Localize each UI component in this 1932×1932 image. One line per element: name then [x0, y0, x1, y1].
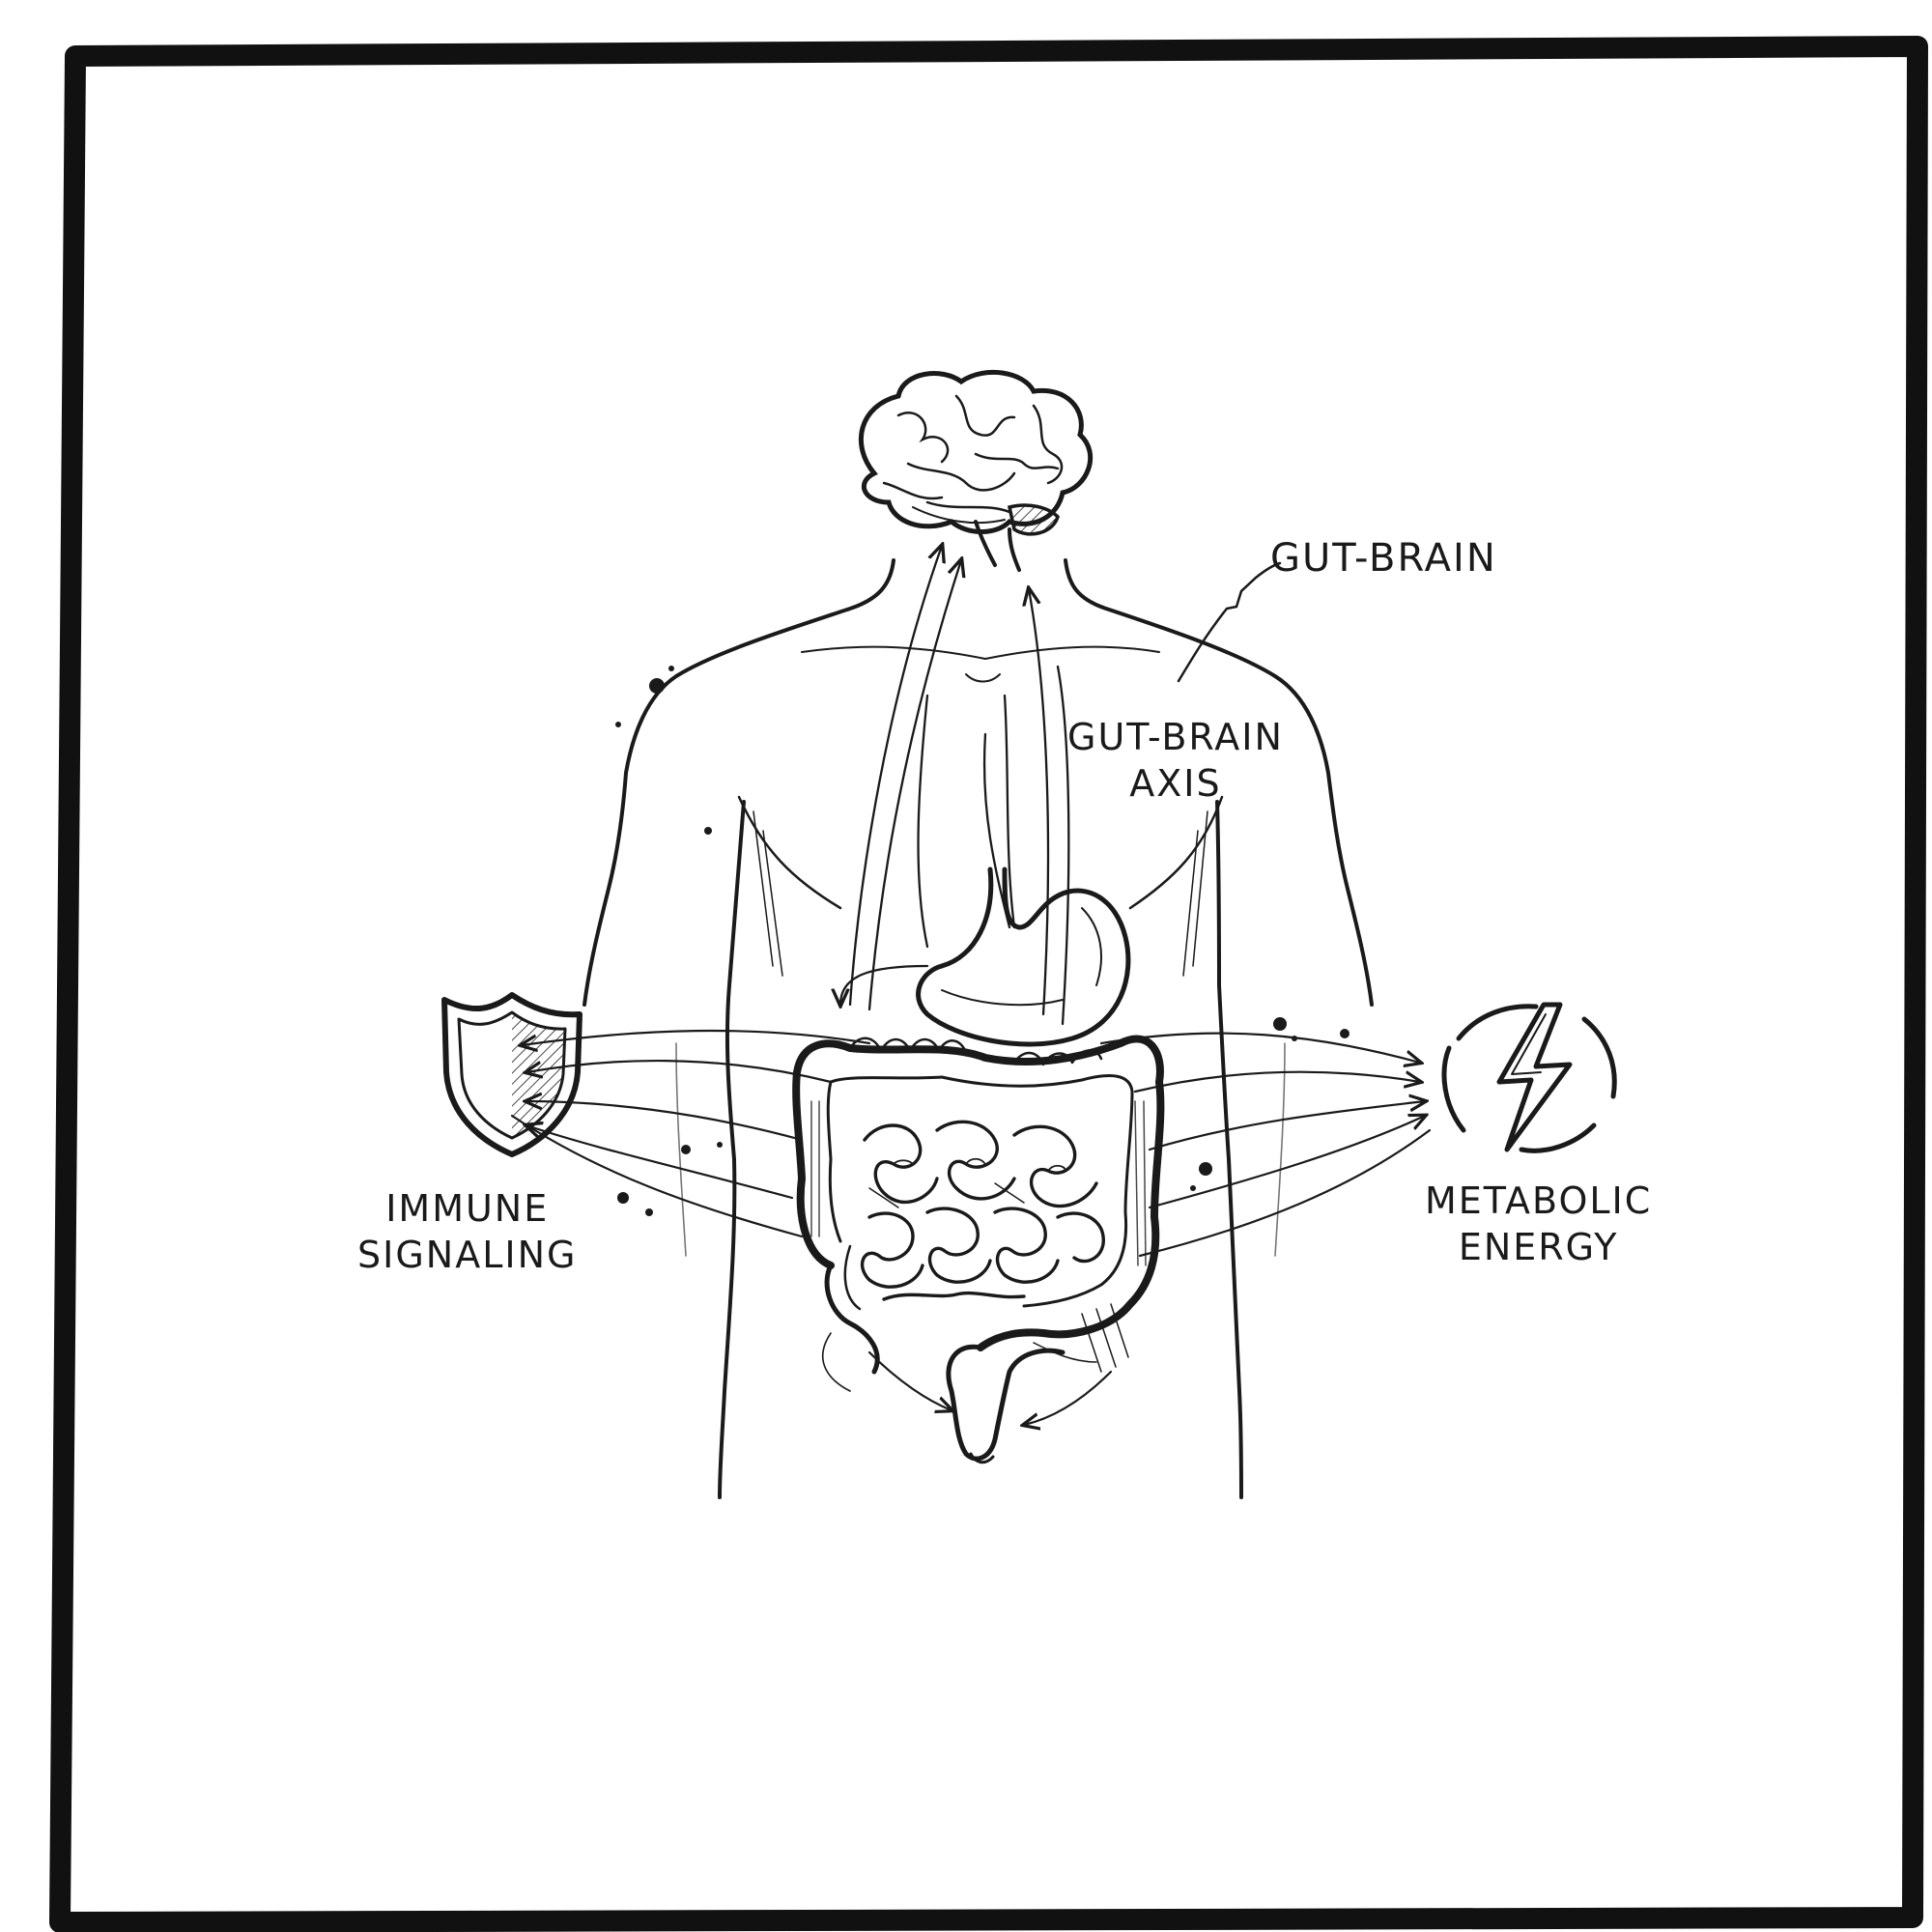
immune-signaling-line1: IMMUNE — [385, 1187, 550, 1230]
gut-brain-axis-label: GUT-BRAIN AXIS — [1067, 715, 1284, 807]
stomach — [840, 867, 1131, 1047]
lightning-bolt-icon — [1441, 1002, 1617, 1153]
frame-border — [49, 36, 1928, 1932]
gut-brain-axis-line2: AXIS — [1129, 761, 1222, 805]
shield-icon — [441, 992, 582, 1157]
immune-signaling-label: IMMUNE SIGNALING — [357, 1186, 577, 1278]
metabolic-energy-line1: METABOLIC — [1425, 1179, 1653, 1222]
gut-brain-label: GUT-BRAIN — [1270, 534, 1497, 582]
lateral-flow-arrows — [510, 1029, 1432, 1425]
metabolic-energy-label: METABOLIC ENERGY — [1425, 1179, 1652, 1270]
brain-icon — [858, 369, 1094, 572]
large-intestine — [792, 1035, 1165, 1464]
label-leader-line — [1177, 561, 1282, 683]
immune-signaling-line2: SIGNALING — [357, 1233, 578, 1276]
small-intestine — [860, 1120, 1105, 1301]
metabolic-energy-line2: ENERGY — [1458, 1225, 1619, 1268]
gut-brain-arrows — [848, 546, 1070, 1026]
gut-brain-axis-line1: GUT-BRAIN — [1067, 716, 1284, 758]
gut-brain-label-text: GUT-BRAIN — [1270, 536, 1497, 581]
torso-outline — [582, 558, 1374, 1499]
ink-splatters — [615, 666, 1350, 1216]
